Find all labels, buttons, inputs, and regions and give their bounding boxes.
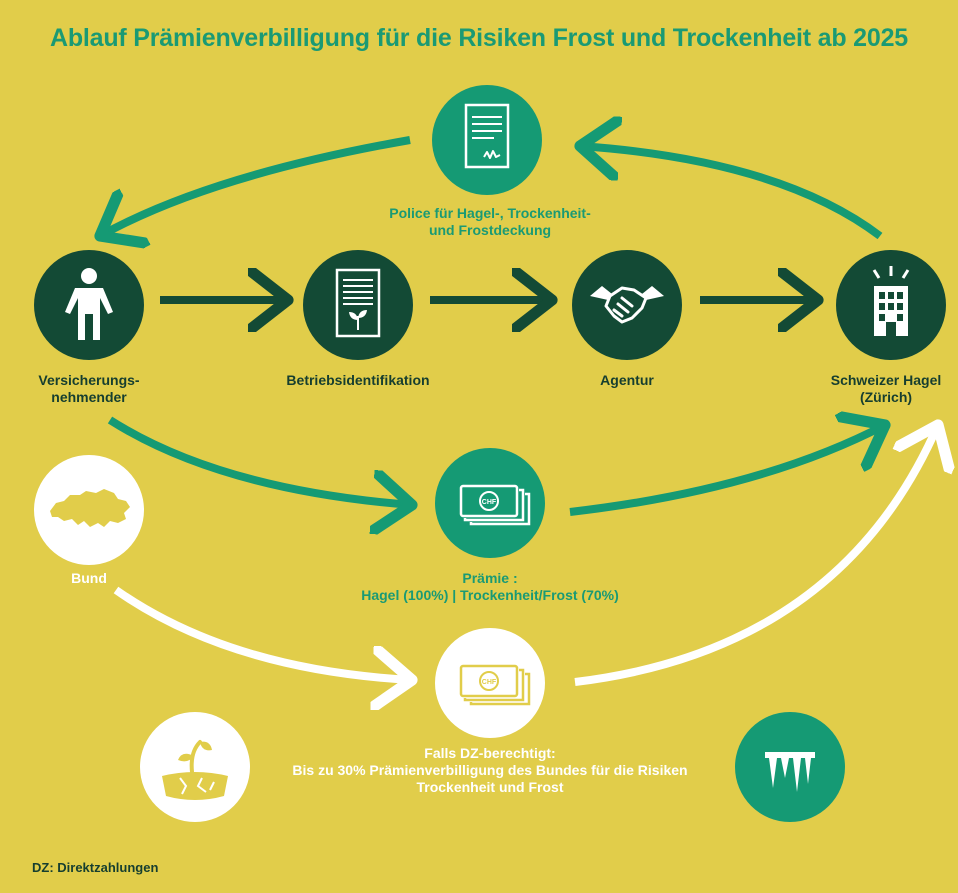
policy-label: Police für Hagel-, Trockenheit- und Fros… [389, 205, 591, 238]
currency-label: CHF [482, 679, 497, 686]
arrow-policy-to-insured [100, 136, 411, 236]
document-plant-icon [335, 268, 381, 338]
drought-circle [140, 712, 250, 822]
arrow-insured-to-premium [107, 416, 412, 505]
agency-circle [572, 250, 682, 360]
agency-label: Agentur [600, 372, 654, 388]
person-icon [65, 268, 113, 340]
banknotes-icon: CHF [459, 484, 531, 526]
insurer-circle [836, 250, 946, 360]
arrow-premium-to-insurer [569, 425, 885, 516]
premium-label: Prämie : Hagel (100%) | Trockenheit/Fros… [361, 570, 619, 603]
insurer-label: Schweizer Hagel (Zürich) [830, 372, 942, 405]
arrow-subsidy-to-insurer [574, 425, 938, 686]
banknotes-icon: CHF [459, 664, 531, 706]
currency-label: CHF [482, 499, 497, 506]
frost-circle [735, 712, 845, 822]
premium-circle: CHF [435, 448, 545, 558]
footnote: DZ: Direktzahlungen [32, 860, 159, 875]
policy-circle [432, 85, 542, 195]
insured-circle [34, 250, 144, 360]
federal-label: Bund [71, 570, 107, 586]
subsidy-label: Falls DZ-berechtigt: Bis zu 30% Prämienv… [292, 745, 688, 795]
insured-label: Versicherungs- nehmender [38, 372, 140, 405]
federal-circle [34, 455, 144, 565]
handshake-icon [590, 286, 664, 324]
page-title: Ablauf Prämienverbilligung für die Risik… [49, 24, 908, 52]
icicles-icon [765, 752, 815, 792]
building-icon [872, 266, 910, 336]
switzerland-map-icon [50, 489, 130, 527]
document-signature-icon [464, 103, 510, 169]
operation-id-label: Betriebsidentifikation [286, 372, 430, 388]
operation-id-circle [303, 250, 413, 360]
arrow-federal-to-subsidy [113, 586, 412, 680]
arrow-insurer-to-policy [580, 146, 883, 240]
sprout-dry-soil-icon [162, 740, 228, 800]
subsidy-circle: CHF [435, 628, 545, 738]
